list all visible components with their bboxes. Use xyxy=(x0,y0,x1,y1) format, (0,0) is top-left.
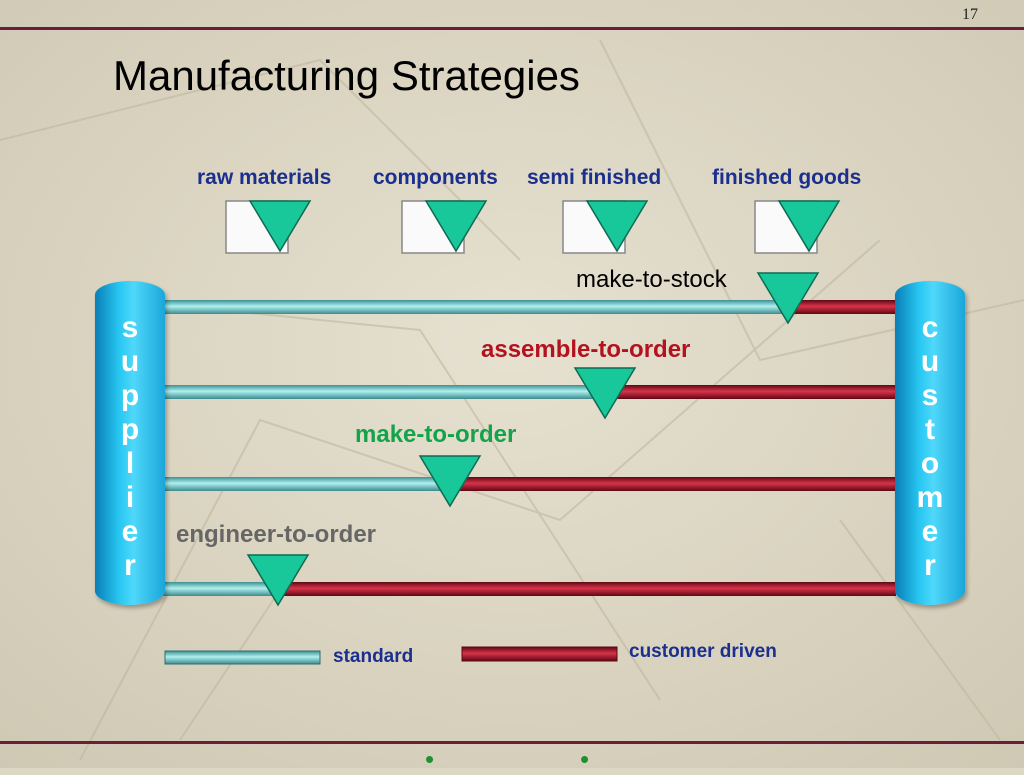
supplier-label: s u p p l i e r xyxy=(95,311,165,583)
customer-letter: e xyxy=(921,515,939,548)
supplier-letter: e xyxy=(121,515,139,548)
supplier-letter: r xyxy=(124,549,136,582)
page-number: 17 xyxy=(962,6,978,23)
stage-label-finished-goods: finished goods xyxy=(712,166,862,189)
stock-icon-components xyxy=(401,200,488,254)
strategy-label-engineer-to-order: engineer-to-order xyxy=(176,521,377,548)
supplier-letter: s xyxy=(121,311,139,344)
decoupling-point-make-to-stock xyxy=(756,272,820,325)
supplier-letter: p xyxy=(120,413,140,446)
footer-bullet-icon: • xyxy=(580,744,590,774)
customer-letter: t xyxy=(925,413,935,446)
stage-label-semi-finished: semi finished xyxy=(527,166,662,189)
legend-label-standard: standard xyxy=(333,646,414,667)
pipe-engineer-to-order-customer-driven xyxy=(278,582,896,596)
supplier-letter: u xyxy=(120,345,140,378)
pipe-make-to-stock-standard xyxy=(163,300,788,314)
strategy-label-make-to-order: make-to-order xyxy=(355,421,517,448)
customer-letter: u xyxy=(920,345,940,378)
customer-letter: o xyxy=(920,447,940,480)
strategy-label-make-to-stock: make-to-stock xyxy=(576,266,727,293)
pipe-engineer-to-order xyxy=(163,554,896,607)
stock-icon-finished-goods xyxy=(754,200,841,254)
strategy-label-assemble-to-order: assemble-to-order xyxy=(481,336,691,363)
pipe-make-to-order-customer-driven xyxy=(450,477,896,491)
pipe-make-to-stock-customer-driven xyxy=(788,300,896,314)
decoupling-point-assemble-to-order xyxy=(573,367,637,420)
customer-label: c u s t o m e r xyxy=(895,311,965,583)
decoupling-point-engineer-to-order xyxy=(246,554,310,607)
customer-cylinder: c u s t o m e r xyxy=(895,281,965,605)
decoupling-point-make-to-order xyxy=(418,455,482,508)
bottom-rule xyxy=(0,741,1024,744)
stock-icon-raw-materials xyxy=(225,200,312,254)
top-rule xyxy=(0,27,1024,30)
supplier-letter: i xyxy=(125,481,135,514)
pipe-make-to-stock xyxy=(163,272,896,325)
pipe-assemble-to-order xyxy=(163,367,896,420)
legend-swatch-customer-driven xyxy=(461,646,618,662)
footer-bullet-icon: • xyxy=(425,744,435,774)
stage-label-raw-materials: raw materials xyxy=(197,166,332,189)
legend-label-customer-driven: customer driven xyxy=(629,641,777,662)
stage-label-components: components xyxy=(373,166,498,189)
pipe-assemble-to-order-customer-driven xyxy=(605,385,896,399)
pipe-make-to-order xyxy=(163,455,896,508)
pipe-make-to-order-standard xyxy=(163,477,450,491)
supplier-letter: l xyxy=(125,447,135,480)
customer-letter: c xyxy=(921,311,939,344)
supplier-cylinder: s u p p l i e r xyxy=(95,281,165,605)
legend-swatch-standard xyxy=(164,650,321,665)
customer-letter: r xyxy=(924,549,936,582)
supplier-letter: p xyxy=(120,379,140,412)
page-title: Manufacturing Strategies xyxy=(113,52,580,99)
pipe-engineer-to-order-standard xyxy=(163,582,278,596)
customer-letter: s xyxy=(921,379,939,412)
customer-letter: m xyxy=(916,481,944,514)
stock-icon-semi-finished xyxy=(562,200,649,254)
pipe-assemble-to-order-standard xyxy=(163,385,605,399)
